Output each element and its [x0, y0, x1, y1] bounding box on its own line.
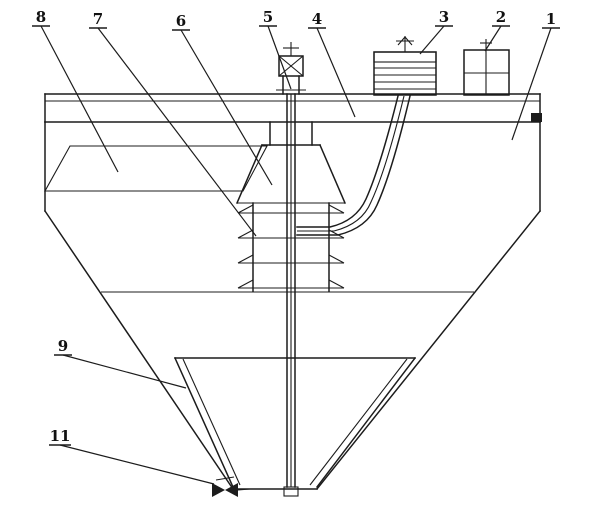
part-number: 1 — [546, 10, 556, 28]
part-label-2: 2 — [484, 8, 510, 52]
part-label-5: 5 — [259, 8, 292, 90]
part-label-3: 3 — [419, 8, 453, 55]
part-number: 4 — [312, 10, 322, 28]
feed-pipe — [296, 95, 411, 236]
part-number: 11 — [50, 427, 71, 445]
drive-motor-unit — [373, 36, 437, 96]
part-label-9: 9 — [54, 337, 187, 389]
part-label-6: 6 — [172, 12, 273, 186]
part-label-7: 7 — [89, 10, 257, 237]
leader-line — [419, 25, 445, 55]
tank-outline — [43, 121, 542, 491]
part-number: 5 — [263, 8, 273, 26]
leader-line — [62, 354, 187, 389]
leader-line — [511, 27, 552, 141]
part-number: 9 — [58, 337, 68, 355]
part-number: 7 — [93, 10, 103, 28]
feed-box — [463, 39, 510, 96]
leader-line — [267, 25, 292, 90]
part-number: 2 — [496, 8, 506, 26]
deck-fitting — [531, 113, 542, 122]
bottom-valve — [212, 476, 251, 497]
leader-line — [59, 444, 215, 485]
part-label-8: 8 — [32, 8, 119, 173]
leader-line — [484, 25, 502, 52]
part-label-4: 4 — [308, 10, 356, 118]
part-label-11: 11 — [49, 427, 215, 485]
hatched-plate — [44, 145, 268, 192]
part-number: 8 — [36, 8, 46, 26]
part-number: 6 — [176, 12, 186, 30]
leader-line — [316, 27, 356, 118]
inner-cone — [174, 356, 417, 489]
leader-line — [180, 29, 273, 186]
leader-line — [40, 25, 119, 173]
leader-line — [97, 27, 257, 237]
part-number: 3 — [439, 8, 449, 26]
top-deck — [44, 93, 542, 123]
part-label-1: 1 — [511, 10, 560, 141]
hood-and-tray-stack — [236, 121, 346, 292]
central-shaft-assembly — [276, 42, 306, 497]
